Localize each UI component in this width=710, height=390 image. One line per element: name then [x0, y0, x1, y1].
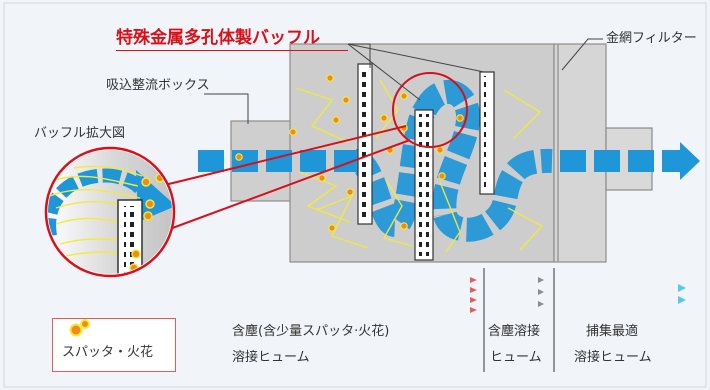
legend-spatter-label: スパッタ・火花: [62, 345, 154, 360]
airflow-arrowhead: [680, 142, 700, 180]
spatter-icon-dot: [69, 323, 83, 337]
spatter-particle: [346, 188, 354, 196]
title-leader: [347, 43, 421, 101]
zoom-particle: [145, 199, 155, 209]
legend-dust-arrow: [470, 287, 477, 293]
spatter-particle: [380, 114, 388, 122]
airflow-dash: [594, 150, 620, 172]
airflow-dash: [232, 150, 258, 172]
zoom-bubble: [44, 146, 176, 278]
spatter-particle: [328, 224, 336, 232]
legend-clean-arrow: [678, 296, 686, 304]
zoom-particles: [129, 173, 165, 273]
title-leader: [347, 43, 485, 73]
airflow-dash: [300, 150, 326, 172]
filter-leader: [561, 38, 603, 71]
baffle-holes: [484, 76, 490, 190]
legend-weld-label-2: ヒューム: [490, 350, 542, 365]
spark-paths: [295, 79, 544, 253]
legend-dust-arrow: [470, 307, 477, 313]
spatter-icon: [68, 318, 92, 338]
wire-filter-label: 金網フィルター: [606, 31, 697, 46]
legend-markers: [232, 268, 686, 372]
title-underline: [116, 50, 348, 51]
airflow-dash: [628, 150, 654, 172]
spatter-particle: [456, 114, 464, 122]
legend-fume-arrow: [538, 301, 544, 307]
baffle-holes: [362, 68, 368, 220]
baffle-zoom-marker: [392, 72, 468, 148]
legend-dust-rows: [232, 277, 477, 313]
spatter-particle: [235, 153, 243, 161]
spatter-particle: [332, 116, 340, 124]
airflow-dash: [560, 150, 586, 172]
spatter-particle: [289, 128, 297, 136]
zoom-spark-line: [49, 175, 139, 187]
zoom-airflow: [48, 168, 145, 238]
airflow-dash: [198, 150, 224, 172]
zoom-spark-lines: [49, 165, 143, 257]
zoom-connector-top: [135, 125, 407, 193]
legend-fume-arrow: [538, 289, 544, 295]
spatter-icon-dot: [80, 319, 90, 329]
spark-trail: [503, 89, 542, 139]
legend-clean-rows: [560, 284, 686, 304]
spark-trail: [507, 207, 544, 251]
legend-fume-rows: [492, 277, 544, 307]
spatter-particle: [400, 222, 408, 230]
spatter-icon-svg: [69, 319, 90, 337]
zoom-connector-bottom: [139, 139, 411, 241]
legend-clean-arrow: [678, 284, 686, 292]
airflow-dash: [662, 150, 680, 172]
baffle-title-label: 特殊金属多孔体製バッフル: [116, 28, 320, 48]
title-leader: [348, 43, 371, 68]
spatter-particle: [438, 172, 446, 180]
spark-trail: [382, 179, 413, 247]
leader-lines: [204, 38, 603, 124]
airflow-dash: [266, 150, 292, 172]
legend-dust-label-1: 含塵(含少量スパッタ·火花): [232, 324, 390, 339]
spatter-particle: [400, 92, 408, 100]
zoom-spark-line: [73, 165, 143, 177]
spatter-particle: [342, 96, 350, 104]
legend-dust-label-2: 溶接ヒューム: [232, 350, 310, 365]
frame-border: [3, 2, 707, 388]
zoom-spark-line: [49, 189, 141, 199]
legend-fume-arrow: [538, 277, 544, 283]
spark-trail: [295, 87, 349, 143]
intake-box-label: 吸込整流ボックス: [106, 78, 210, 93]
spatter-particle: [436, 146, 444, 154]
legend-clean-label-2: 溶接ヒューム: [574, 350, 652, 365]
zoom-particle: [131, 249, 141, 259]
spark-trail: [375, 79, 399, 139]
intake-leader: [204, 93, 249, 124]
spatter-particle: [326, 74, 334, 82]
zoom-particle: [141, 177, 151, 187]
legend-spatter-box: [52, 318, 176, 372]
legend-clean-label-1: 捕集最適: [586, 324, 639, 339]
legend-dust-arrow: [470, 277, 477, 283]
legend-weld-label-1: 含塵溶接: [488, 324, 541, 339]
baffle-zoom-label: バッフル拡大図: [34, 126, 126, 141]
baffle-holes: [419, 114, 429, 256]
legend-dust-arrow: [470, 297, 477, 303]
spark-trail: [299, 171, 351, 223]
zoom-particle: [143, 211, 153, 221]
zoom-callout: [135, 72, 468, 241]
spatter-particle: [318, 174, 326, 182]
spark-trail: [439, 181, 461, 253]
airflow-curve: [414, 79, 480, 217]
spark-trail: [315, 194, 369, 249]
